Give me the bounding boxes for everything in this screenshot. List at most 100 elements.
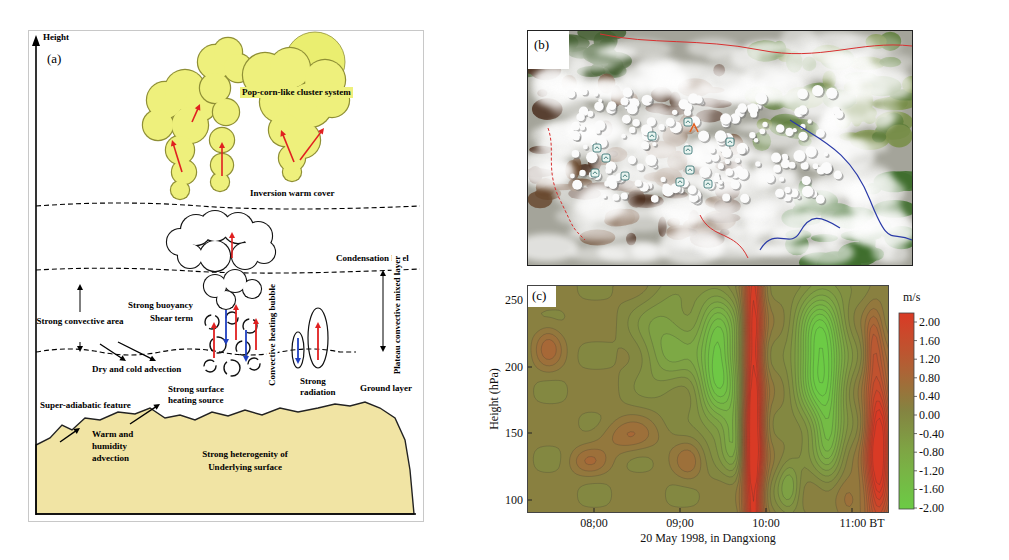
process-label: Strong surface heating source [168,384,242,406]
cumulonimbus-body [172,160,196,184]
updraft-arrow [231,236,233,258]
cumulus-cloud-body [200,241,230,271]
popcorn-cell [627,103,638,114]
updraft-arrow [300,131,321,160]
popcorn-cell [802,176,811,185]
popcorn-cell [694,95,703,104]
cloud-cover [572,126,642,153]
station-marker [621,172,629,180]
downdraft-arrow [225,310,227,341]
contour-band [750,365,884,501]
popcorn-cell [574,134,580,140]
axis-label: 09;00 [666,516,693,530]
panel-frame: (c) [527,285,889,513]
colorbar-tick [914,359,917,360]
contour-band [747,285,888,513]
updraft-arrow [173,144,182,172]
popcorn-cell [738,146,746,154]
cumulonimbus-edge [210,172,230,192]
popcorn-cell [735,158,740,163]
updraft-arrow-head [195,104,200,111]
colorbar-label: 2.00 [919,315,940,329]
popcorn-cell [722,148,732,158]
radiation-plume [308,308,328,368]
station-marker [602,154,610,162]
colorbar-tick [914,322,917,323]
colorbar-label: 1.20 [919,352,940,366]
process-label: Strong radiation [300,376,350,398]
plot-axes [527,300,917,513]
station-marker-glyph [686,121,690,123]
cumulonimbus [197,37,253,192]
cumulonimbus-body [171,181,189,199]
station-marker [593,144,601,152]
popcorn-cell [622,115,631,124]
area-arrow [80,288,81,312]
border-line [600,34,912,54]
contour-band [527,285,889,513]
cloud-cover [687,38,739,58]
updraft-arrow [317,326,319,360]
process-label: Super-adiabatic feature [40,400,131,411]
popcorn-cell [755,93,767,105]
cumulonimbus-body [166,136,194,164]
popcorn-cell [615,176,621,182]
contour-band [744,285,889,513]
conceptual-model [32,32,420,515]
updraft-arrow [255,322,257,350]
popcorn-cell [661,177,666,182]
popcorn-cell [805,146,816,157]
downdraft-arrow [297,338,299,360]
popcorn-cell [609,180,618,189]
popcorn-cell [835,110,844,119]
popcorn-cell [775,189,784,198]
popcorn-cell [641,95,652,106]
popcorn-cell [737,168,748,179]
popcorn-cell [797,89,808,100]
advection-arrow-head [119,355,126,361]
colorbar-label: 0.80 [919,371,940,385]
popcorn-cell [822,163,832,173]
downdraft-arrow-head [223,339,229,345]
vegetation-patch [872,131,886,142]
popcorn-cell [579,170,585,176]
cloud-cover [661,221,693,250]
station-marker [684,118,692,126]
popcorn-cell [824,152,828,156]
popcorn-cell [571,122,580,131]
colorbar-label: -0.40 [919,427,944,441]
popcorn-cell [793,128,797,132]
plateau-terrain [36,402,414,514]
panel-frame: (a) [28,30,424,522]
contour-band [527,285,889,513]
cloud-cover [785,214,822,232]
cloud-cover [836,70,902,92]
heating-bubble [236,341,250,355]
updraft-arrow [213,326,215,358]
process-label: Shear term [150,313,193,324]
station-marker [686,166,694,174]
colorbar-tick [914,415,917,416]
contour-band [527,285,889,513]
axis-label: 08;00 [580,516,607,530]
panel-label: (c) [528,286,556,307]
colorbar-label: 1.60 [919,334,940,348]
axis-label: 20 May 1998, in Dangxiong [640,531,776,545]
popcorn-cell [784,187,790,193]
convective-bubble-body [217,291,235,309]
colorbar-label: -0.80 [919,445,944,459]
popcorn-cell [718,163,724,169]
updraft-arrow [235,308,237,340]
cloud-cover [847,214,913,245]
colorbar-tick [914,377,917,378]
station-marker [704,180,712,188]
cloud-cover [830,224,851,241]
popcorn-cell [602,194,606,198]
station-marker-glyph [595,147,599,149]
station-marker-glyph [688,169,692,171]
axis-label: 150 [505,426,523,440]
popcorn-cell [698,131,709,142]
cumulus-cloud-edge [199,240,231,272]
cloud-cover [597,242,668,263]
